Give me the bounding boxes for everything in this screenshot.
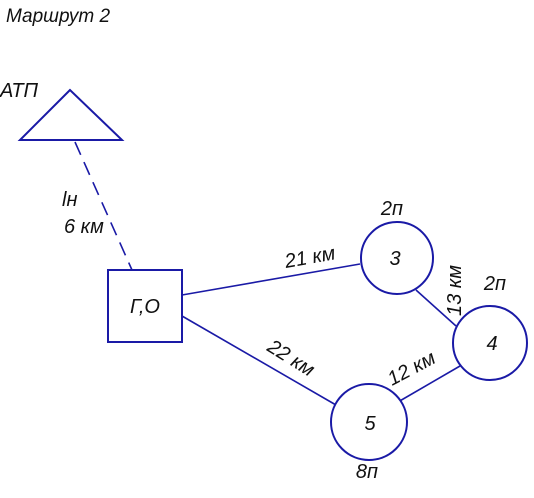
depot-link-distance: 6 км [64,216,104,238]
depot-link-line [74,141,133,271]
node-4-circle [452,305,528,381]
node-5-circle [330,383,408,461]
edge-4-5 [397,365,461,403]
node-3-load: 2п [380,198,403,220]
edge-go-5-distance: 22 км [263,335,319,381]
route-title: Маршрут 2 [6,6,110,27]
node-5-load: 8п [356,461,378,483]
depot-label: АТП [0,80,39,102]
start-node-box [107,269,183,343]
edge-go-3-distance: 21 км [282,242,337,273]
edge-3-4 [415,289,457,327]
edge-4-5-distance: 12 км [384,347,440,390]
edge-go-5 [181,315,337,406]
node-3-circle [360,221,434,295]
start-node-label: Г,О [130,296,160,318]
edge-go-3 [181,263,361,296]
node-3-label: 3 [389,248,400,270]
edge-3-4-distance: 13 км [444,265,466,316]
depot-link-name: lн [62,189,77,211]
node-5-label: 5 [364,413,376,435]
depot-triangle [17,88,125,141]
node-4-label: 4 [486,333,497,355]
node-4-load: 2п [483,273,506,295]
